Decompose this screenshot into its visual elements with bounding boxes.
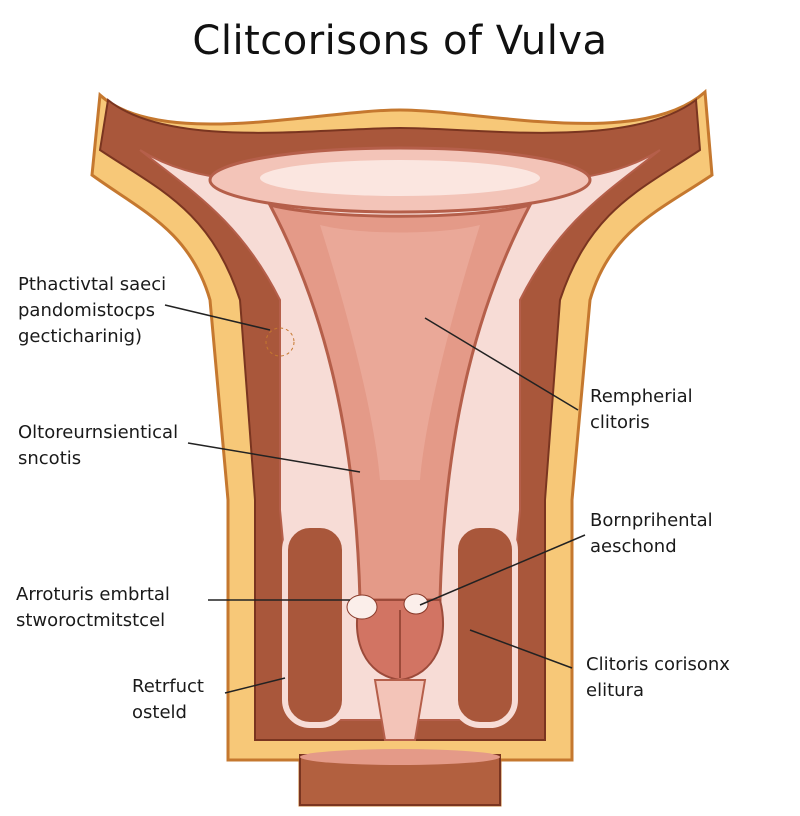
- label-line: Retrfuct: [132, 676, 204, 697]
- label-left-2: Oltoreurnsientical sncotis: [18, 420, 178, 472]
- label-line: Oltoreurnsientical: [18, 422, 179, 443]
- label-line: sncotis: [18, 448, 82, 469]
- right-bulb: [403, 593, 429, 615]
- right-muscle-pad: [452, 522, 518, 728]
- label-right-1: Rempherial clitoris: [590, 384, 693, 436]
- label-line: osteld: [132, 702, 187, 723]
- label-left-4: Retrfuct osteld: [132, 674, 204, 726]
- left-muscle-pad: [282, 522, 348, 728]
- leader-lines: [164, 304, 586, 694]
- label-line: Bornprihental: [590, 510, 713, 531]
- canal: [373, 679, 427, 741]
- label-right-3: Clitoris corisonx elitura: [586, 652, 730, 704]
- label-line: gecticharinig): [18, 326, 143, 347]
- diagram-title: Clitcorisons of Vulva: [192, 18, 608, 64]
- label-right-2: Bornprihental aeschond: [590, 508, 713, 560]
- label-line: clitoris: [590, 412, 650, 433]
- label-line: stworoctmitstcel: [16, 610, 166, 631]
- label-line: Clitoris corisonx: [586, 654, 730, 675]
- dashed-gland: [265, 327, 295, 357]
- label-line: aeschond: [590, 536, 677, 557]
- left-bulb: [346, 594, 378, 620]
- label-line: Pthactivtal saeci: [18, 274, 167, 295]
- label-line: Arroturis embrtal: [16, 584, 170, 605]
- label-line: Rempherial: [590, 386, 693, 407]
- label-left-3: Arroturis embrtal stworoctmitstcel: [16, 582, 170, 634]
- label-line: pandomistocps: [18, 300, 155, 321]
- label-left-1: Pthactivtal saeci pandomistocps gecticha…: [18, 272, 166, 350]
- label-line: elitura: [586, 680, 644, 701]
